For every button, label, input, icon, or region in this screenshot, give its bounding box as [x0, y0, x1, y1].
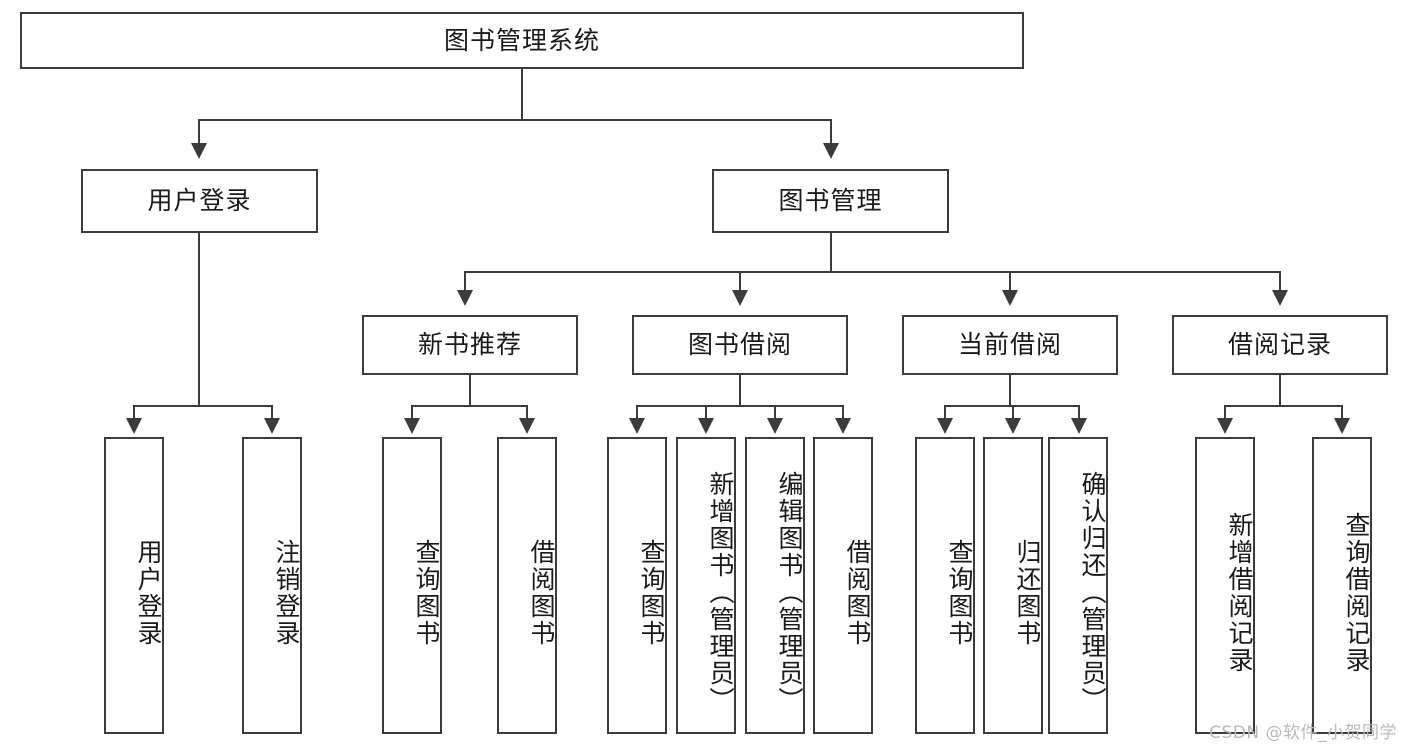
node-label: 用户登录: [134, 538, 163, 647]
leaf-book-borrow-4[interactable]: 借阅图书: [813, 437, 873, 734]
arrow-to-user-login: [191, 143, 207, 159]
edge-current-borrow-drop-3: [1078, 405, 1080, 420]
edge-to-current-borrow: [1009, 271, 1011, 293]
node-label: 借阅图书: [843, 538, 872, 647]
node-label: 查询图书: [945, 538, 974, 647]
edge-to-book-mgmt: [830, 119, 832, 146]
edge-to-borrow-record: [1279, 271, 1281, 293]
edge-new-book-drop-2: [526, 405, 528, 420]
edge-book-borrow-drop-2: [705, 405, 707, 420]
leaf-user-login-2[interactable]: 注销登录: [242, 437, 302, 734]
arrow-borrow-record-leaf-2: [1334, 418, 1350, 434]
edge-borrow-record-drop-1: [1224, 405, 1226, 420]
edge-user-login-drop-1: [133, 405, 135, 420]
node-label: 新增借阅记录: [1225, 511, 1254, 674]
edge-book-borrow-drop-4: [842, 405, 844, 420]
leaf-new-book-2[interactable]: 借阅图书: [497, 437, 557, 734]
arrow-user-login-leaf-2: [264, 418, 280, 434]
node-root-system[interactable]: 图书管理系统: [20, 12, 1024, 69]
arrow-new-book-leaf-2: [519, 418, 535, 434]
arrow-to-current-borrow: [1002, 290, 1018, 306]
arrow-book-borrow-leaf-4: [835, 418, 851, 434]
node-label: 注销登录: [272, 538, 301, 647]
node-book-management[interactable]: 图书管理: [712, 169, 949, 233]
arrow-current-borrow-leaf-3: [1071, 418, 1087, 434]
node-borrow-record[interactable]: 借阅记录: [1172, 315, 1388, 375]
leaf-user-login-1[interactable]: 用户登录: [104, 437, 164, 734]
edge-book-mgmt-bus: [464, 271, 1281, 273]
node-label: 图书借阅: [687, 330, 792, 360]
arrow-user-login-leaf-1: [126, 418, 142, 434]
edge-book-borrow-drop-1: [636, 405, 638, 420]
edge-current-borrow-drop-2: [1012, 405, 1014, 420]
edge-to-book-borrow: [739, 271, 741, 293]
arrow-book-borrow-leaf-2: [698, 418, 714, 434]
node-current-borrow[interactable]: 当前借阅: [902, 315, 1118, 375]
arrow-to-book-mgmt: [823, 143, 839, 159]
watermark: CSDN @软件_小贺同学: [1209, 723, 1397, 743]
leaf-borrow-record-1[interactable]: 新增借阅记录: [1195, 437, 1255, 734]
node-label: 新书推荐: [417, 330, 522, 360]
node-label: 查询图书: [637, 538, 666, 647]
arrow-current-borrow-leaf-2: [1005, 418, 1021, 434]
leaf-current-borrow-3[interactable]: 确认归还（管理员）: [1048, 437, 1108, 734]
edge-book-borrow-bus: [636, 405, 843, 407]
edge-new-book-drop-1: [411, 405, 413, 420]
leaf-current-borrow-1[interactable]: 查询图书: [915, 437, 975, 734]
edge-user-login-bus: [133, 405, 272, 407]
arrow-borrow-record-leaf-1: [1217, 418, 1233, 434]
edge-borrow-record-drop-2: [1341, 405, 1343, 420]
edge-user-login-stem: [198, 233, 200, 406]
arrow-new-book-leaf-1: [404, 418, 420, 434]
edge-current-borrow-drop-1: [944, 405, 946, 420]
node-user-login[interactable]: 用户登录: [81, 169, 318, 233]
node-label: 编辑图书（管理员）: [775, 471, 804, 714]
edge-book-mgmt-stem: [830, 233, 832, 272]
edge-current-borrow-stem: [1009, 375, 1011, 406]
node-label: 借阅图书: [527, 538, 556, 647]
arrow-current-borrow-leaf-1: [937, 418, 953, 434]
edge-borrow-record-bus: [1224, 405, 1343, 407]
leaf-new-book-1[interactable]: 查询图书: [382, 437, 442, 734]
edge-current-borrow-bus: [944, 405, 1079, 407]
edge-root-stem: [521, 69, 523, 120]
node-label: 借阅记录: [1227, 330, 1332, 360]
arrow-book-borrow-leaf-1: [629, 418, 645, 434]
node-label: 归还图书: [1013, 538, 1042, 647]
node-label: 图书管理: [778, 186, 883, 216]
leaf-borrow-record-2[interactable]: 查询借阅记录: [1312, 437, 1372, 734]
edge-new-book-stem: [469, 375, 471, 406]
leaf-book-borrow-3[interactable]: 编辑图书（管理员）: [745, 437, 805, 734]
arrow-to-borrow-record: [1272, 290, 1288, 306]
edge-new-book-bus: [411, 405, 528, 407]
edge-to-new-book: [464, 271, 466, 293]
node-label: 查询图书: [412, 538, 441, 647]
node-new-book-recommend[interactable]: 新书推荐: [362, 315, 578, 375]
node-label: 查询借阅记录: [1342, 511, 1371, 674]
edge-user-login-drop-2: [271, 405, 273, 420]
leaf-current-borrow-2[interactable]: 归还图书: [983, 437, 1043, 734]
node-label: 新增图书（管理员）: [706, 471, 735, 714]
node-label: 用户登录: [147, 186, 252, 216]
node-label: 当前借阅: [957, 330, 1062, 360]
node-book-borrow[interactable]: 图书借阅: [632, 315, 848, 375]
leaf-book-borrow-1[interactable]: 查询图书: [607, 437, 667, 734]
edge-to-user-login: [198, 119, 200, 146]
arrow-book-borrow-leaf-3: [767, 418, 783, 434]
edge-book-borrow-stem: [739, 375, 741, 406]
leaf-book-borrow-2[interactable]: 新增图书（管理员）: [676, 437, 736, 734]
edge-borrow-record-stem: [1279, 375, 1281, 406]
arrow-to-book-borrow: [732, 290, 748, 306]
arrow-to-new-book: [457, 290, 473, 306]
node-label: 确认归还（管理员）: [1078, 471, 1107, 714]
node-label: 图书管理系统: [443, 25, 600, 55]
edge-root-bus: [198, 119, 832, 121]
edge-book-borrow-drop-3: [774, 405, 776, 420]
